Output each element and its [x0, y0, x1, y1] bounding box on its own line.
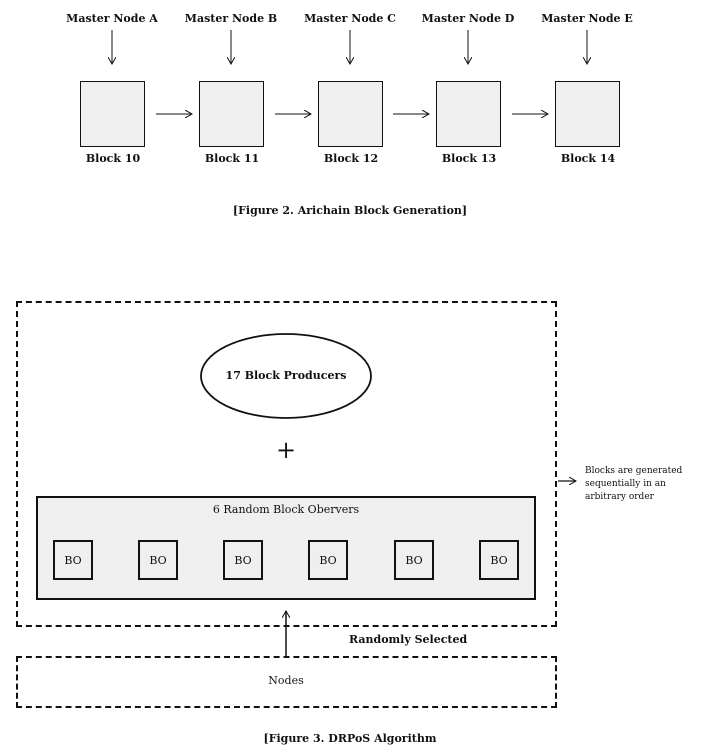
bo-box: BO	[138, 540, 178, 580]
drpos-container	[16, 301, 557, 627]
bo-box: BO	[308, 540, 348, 580]
producers-label: 17 Block Producers	[225, 369, 347, 382]
block-box	[436, 81, 501, 147]
observers-box	[36, 496, 536, 600]
master-node-label: Master Node B	[184, 12, 278, 25]
block-box	[199, 81, 264, 147]
selection-label: Randomly Selected	[349, 633, 468, 646]
bo-box: BO	[223, 540, 263, 580]
block-label: Block 12	[323, 152, 379, 165]
master-node-label: Master Node A	[66, 12, 158, 25]
block-label: Block 14	[560, 152, 616, 165]
plus-sign: +	[275, 436, 297, 464]
bo-box: BO	[479, 540, 519, 580]
figure-2-caption: [Figure 2. Arichain Block Generation]	[232, 204, 468, 217]
observers-label: 6 Random Block Obervers	[212, 503, 360, 516]
block-box	[318, 81, 383, 147]
side-note: Blocks are generated sequentially in an …	[585, 466, 683, 502]
block-box	[555, 81, 620, 147]
block-label: Block 10	[85, 152, 141, 165]
bo-box: BO	[394, 540, 434, 580]
master-node-label: Master Node D	[421, 12, 515, 25]
master-node-label: Master Node C	[304, 12, 396, 25]
block-label: Block 11	[204, 152, 260, 165]
producers-ellipse	[200, 333, 372, 419]
block-label: Block 13	[441, 152, 497, 165]
figure-3-caption: [Figure 3. DRPoS Algorithm	[263, 732, 437, 745]
master-node-label: Master Node E	[541, 12, 633, 25]
block-box	[80, 81, 145, 147]
bo-box: BO	[53, 540, 93, 580]
nodes-label: Nodes	[268, 674, 304, 687]
nodes-box	[16, 656, 557, 708]
